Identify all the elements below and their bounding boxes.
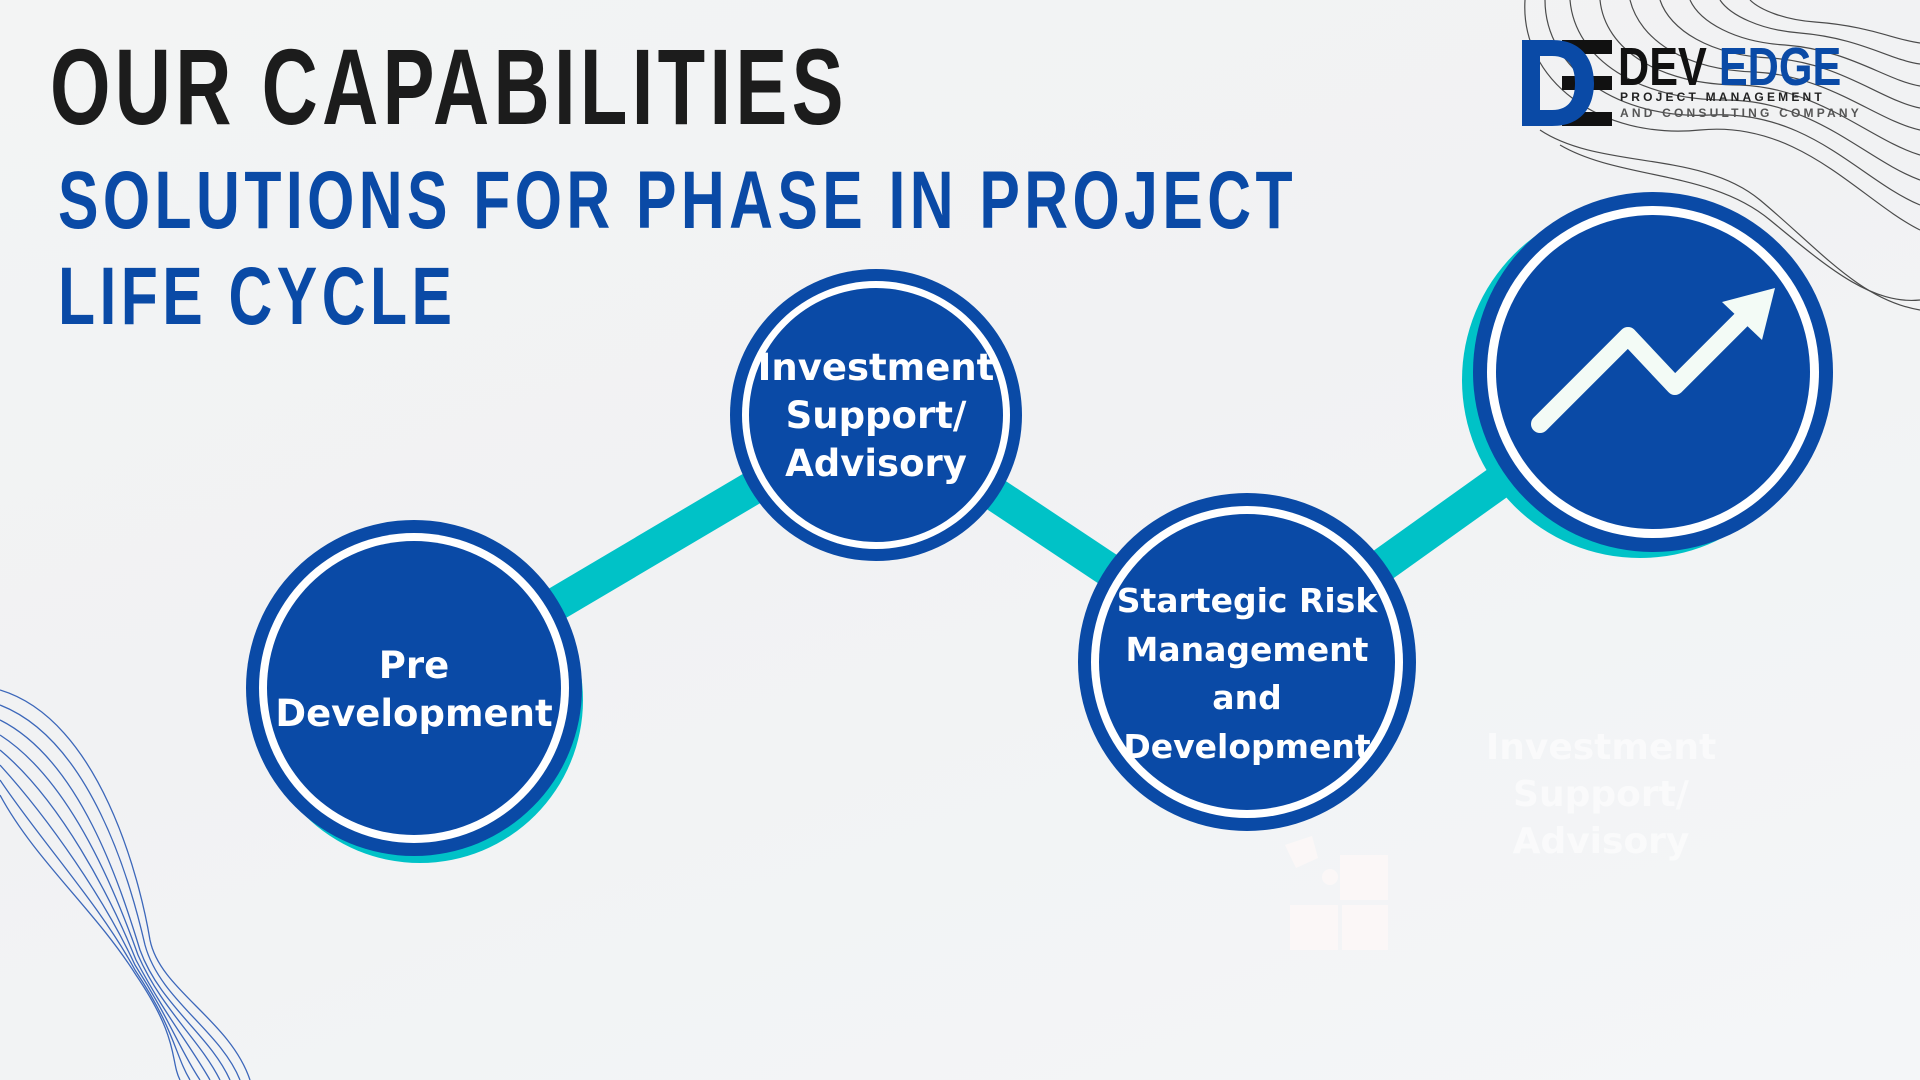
subtitle-line-1: SOLUTIONS FOR PHASE IN PROJECT bbox=[58, 155, 1298, 246]
step-circle-3 bbox=[1078, 493, 1416, 831]
puzzle-icon bbox=[1285, 836, 1388, 950]
logo-tagline-1: PROJECT MANAGEMENT bbox=[1620, 90, 1825, 104]
dev-edge-logo: DEV EDGE PROJECT MANAGEMENT AND CONSULTI… bbox=[1522, 37, 1862, 130]
page-title: OUR CAPABILITIES bbox=[50, 26, 848, 147]
trending-up-arrow-icon bbox=[1531, 288, 1775, 433]
de-monogram-icon bbox=[1522, 40, 1612, 126]
step-circle-1 bbox=[246, 520, 582, 856]
logo-name-dark: DEV bbox=[1618, 37, 1707, 97]
logo-tagline-2: AND CONSULTING COMPANY bbox=[1620, 106, 1862, 120]
logo-name-blue: EDGE bbox=[1718, 37, 1842, 97]
subtitle-line-2: LIFE CYCLE bbox=[58, 251, 457, 342]
step-circle-2 bbox=[730, 269, 1022, 561]
bottom-left-wave-lines bbox=[0, 689, 251, 1080]
